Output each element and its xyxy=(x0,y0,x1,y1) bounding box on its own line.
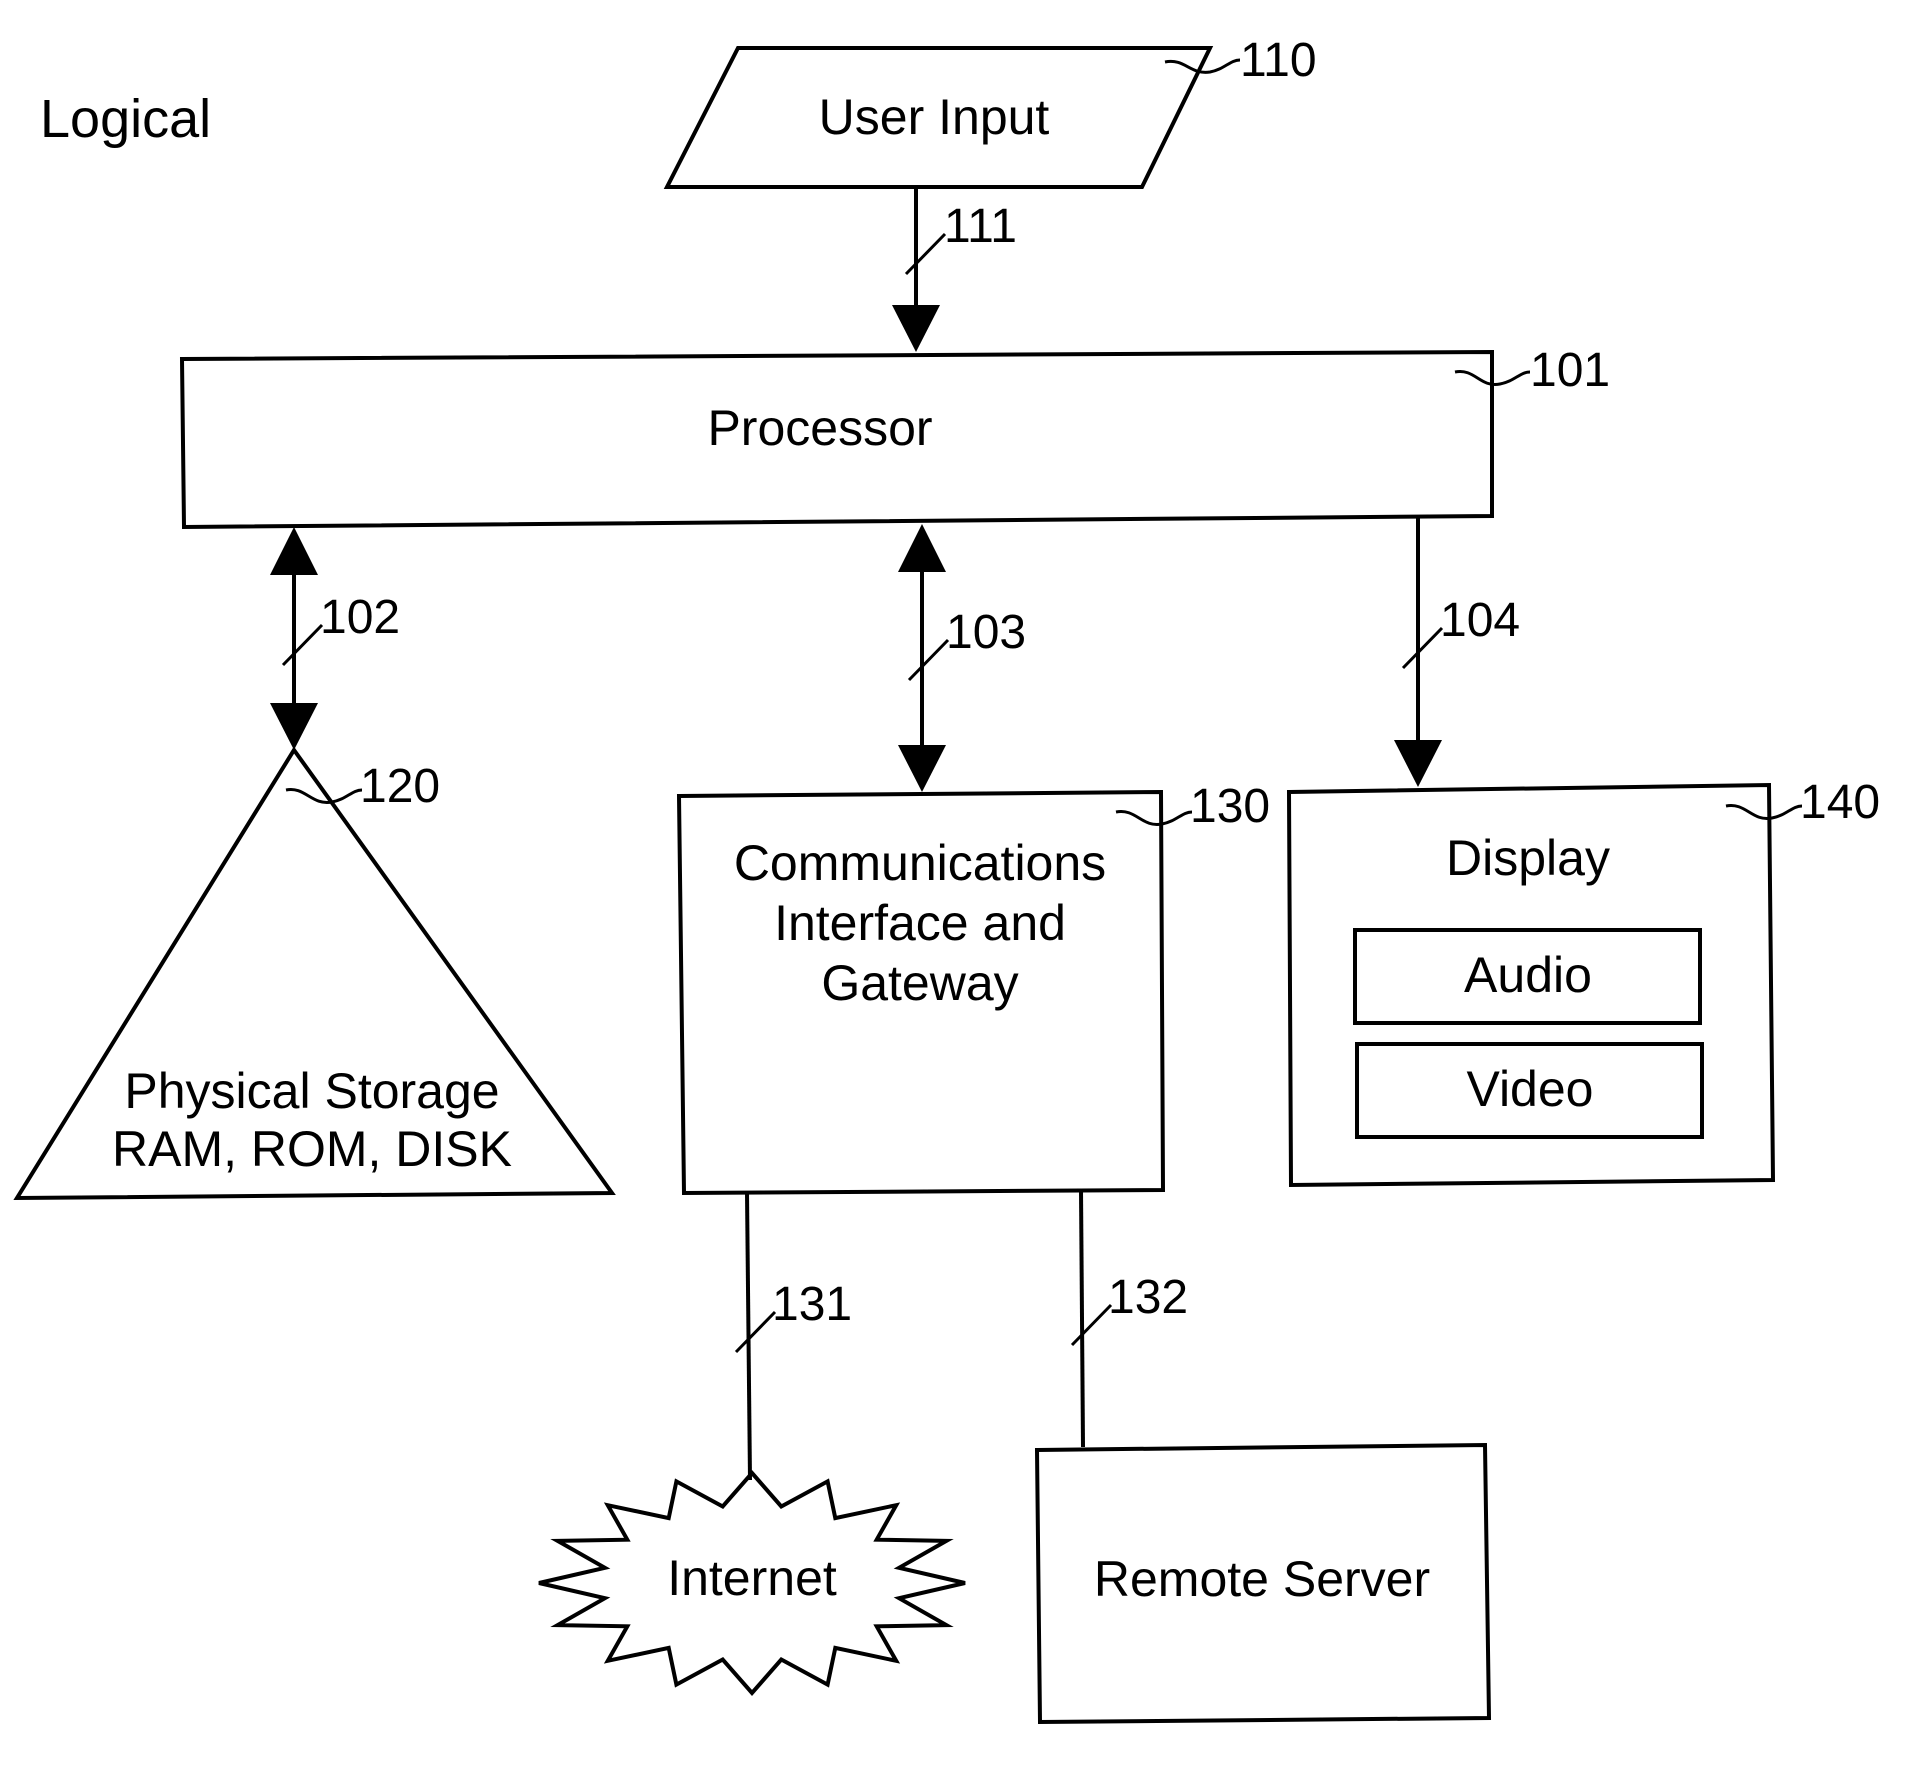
processor-node: Processor xyxy=(182,352,1492,527)
audio-label: Audio xyxy=(1464,947,1592,1003)
processor-label: Processor xyxy=(707,400,932,456)
comms-ref: 130 xyxy=(1190,780,1270,833)
storage-label-line1: Physical Storage xyxy=(124,1063,499,1119)
connection-103: 103 xyxy=(898,524,1026,792)
storage-label-line2: RAM, ROM, DISK xyxy=(112,1121,512,1177)
remote-server-node: Remote Server xyxy=(1037,1445,1489,1722)
remote-server-label: Remote Server xyxy=(1094,1551,1430,1607)
connection-132: 132 xyxy=(1072,1190,1188,1447)
comms-label-line1: Communications xyxy=(734,835,1106,891)
comms-label-line3: Gateway xyxy=(821,955,1018,1011)
user-input-node: User Input xyxy=(667,48,1210,187)
diagram-title: Logical xyxy=(40,89,211,149)
storage-ref: 120 xyxy=(360,760,440,813)
connection-131: 131 xyxy=(736,1193,852,1480)
internet-node: Internet xyxy=(539,1473,965,1693)
connection-111-ref: 111 xyxy=(944,200,1017,253)
display-node: Display Audio Video xyxy=(1289,785,1773,1185)
storage-node: Physical Storage RAM, ROM, DISK xyxy=(17,750,612,1198)
connection-104: 104 xyxy=(1394,516,1520,787)
video-label: Video xyxy=(1467,1061,1594,1117)
user-input-ref: 110 xyxy=(1240,34,1317,87)
connection-104-ref: 104 xyxy=(1440,594,1520,647)
display-ref: 140 xyxy=(1800,776,1880,829)
connection-102-ref: 102 xyxy=(320,591,400,644)
internet-label: Internet xyxy=(667,1550,837,1606)
comms-node: Communications Interface and Gateway xyxy=(679,792,1163,1193)
display-label: Display xyxy=(1446,830,1610,886)
connection-132-ref: 132 xyxy=(1108,1271,1188,1324)
processor-ref: 101 xyxy=(1530,344,1610,397)
user-input-label: User Input xyxy=(819,89,1050,145)
connection-131-ref: 131 xyxy=(772,1278,852,1331)
connection-102: 102 xyxy=(270,527,400,750)
comms-label-line2: Interface and xyxy=(774,895,1066,951)
connection-111: 111 xyxy=(892,187,1017,352)
connection-103-ref: 103 xyxy=(946,606,1026,659)
